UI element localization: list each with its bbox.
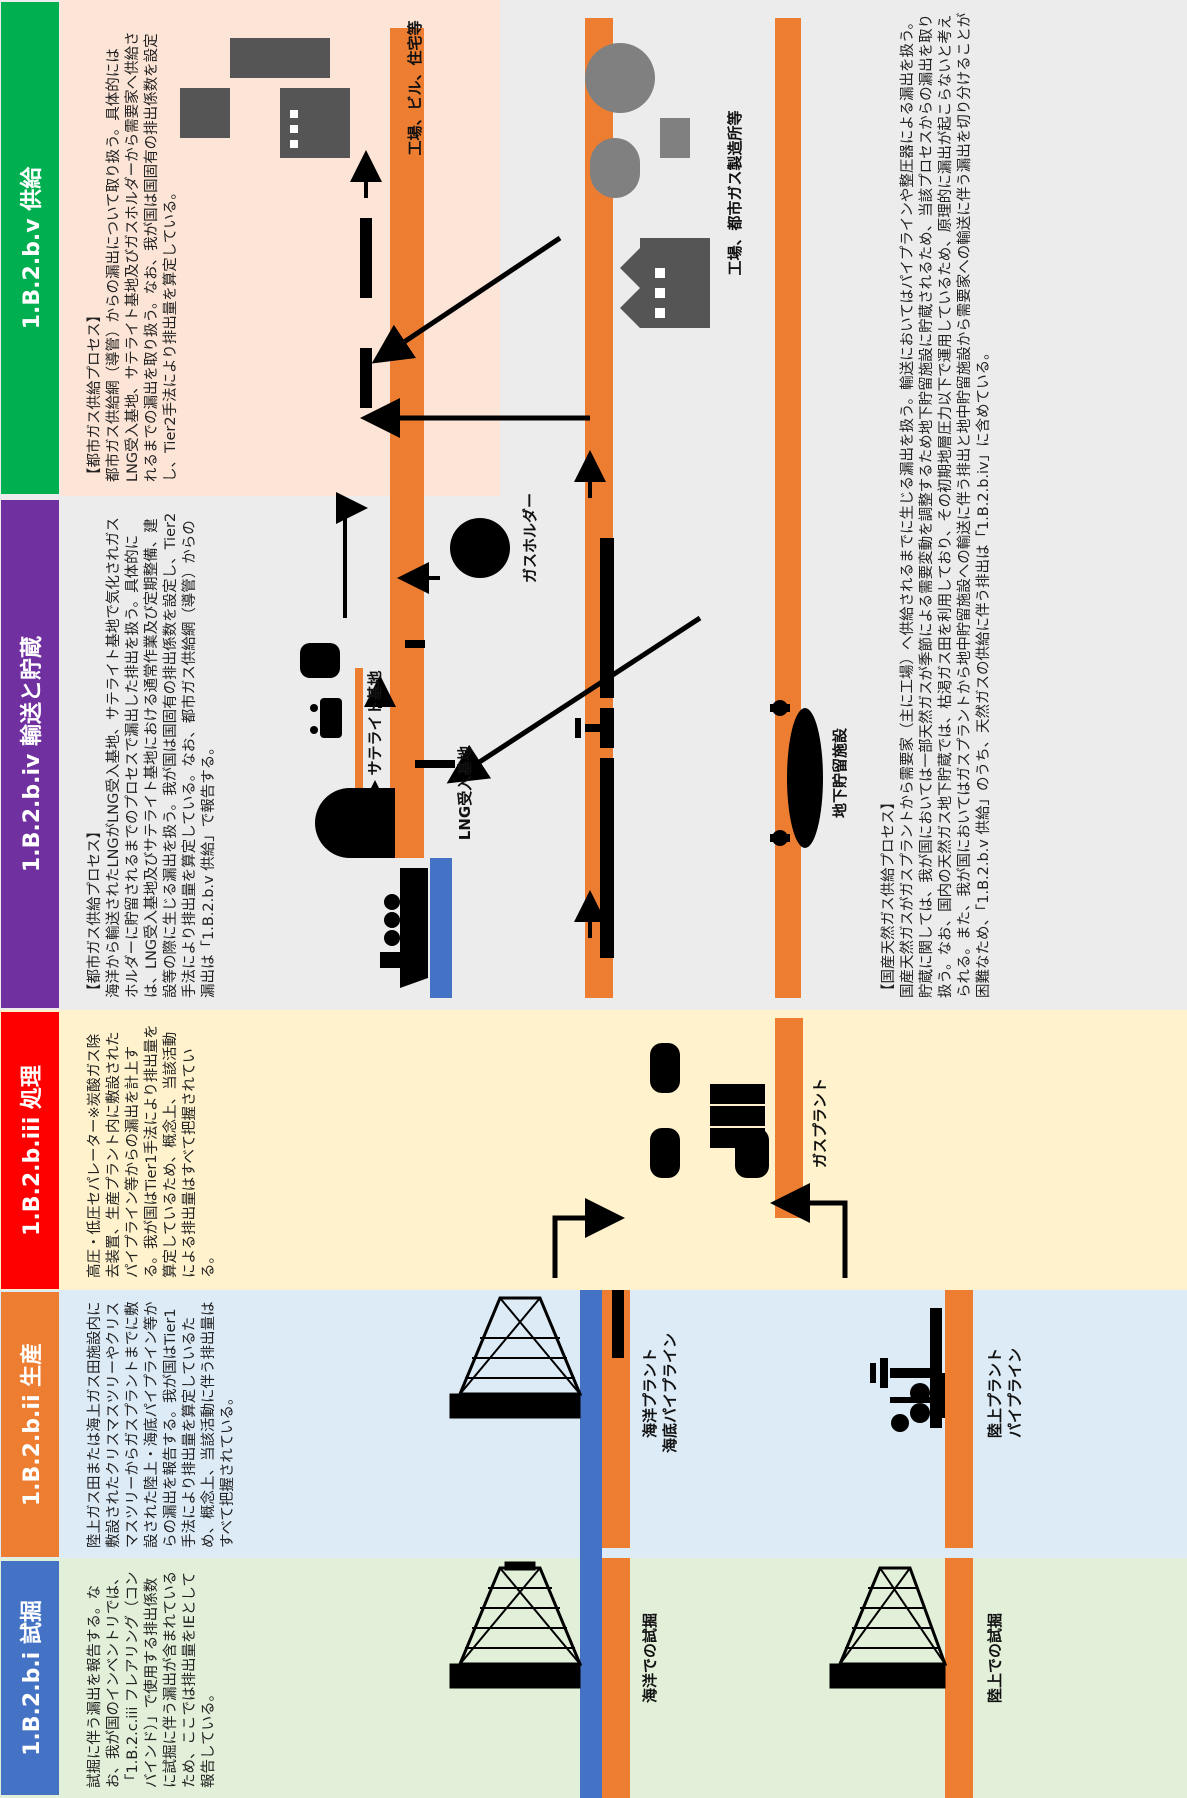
pressure-regulator-icon xyxy=(870,1308,942,1428)
underground-wellhead-icons xyxy=(770,700,790,846)
distribution-pipe-bar-2 xyxy=(360,218,372,298)
domestic-regulator-icon xyxy=(575,708,614,748)
tank-truck-icon xyxy=(310,698,342,738)
sea-strip-exploration xyxy=(580,1558,602,1798)
transmission-pipe-bar-1 xyxy=(415,760,455,768)
arrow-onshore-to-plant xyxy=(770,1183,848,1278)
pipe-gas-plant xyxy=(775,1018,803,1218)
label-underground: 地下貯留施設 xyxy=(831,728,849,819)
satellite-tank-icon xyxy=(300,643,340,678)
label-lng-terminal: LNG受入基地 xyxy=(456,745,474,841)
pipe-domestic-upper xyxy=(585,18,613,998)
label-gas-plant: ガスプラント xyxy=(811,1078,829,1169)
gas-plant-separators-icon xyxy=(650,1043,769,1178)
sea-strip-production xyxy=(580,1290,602,1558)
pipe-transmission-main xyxy=(390,28,424,858)
arrow-offshore-to-plant xyxy=(552,1198,625,1278)
pipe-onshore-exploration xyxy=(945,1558,973,1798)
arrow-underground-to-lng xyxy=(446,615,702,784)
label-satellite: サテライト基地 xyxy=(366,670,384,776)
gas-holder-icon xyxy=(450,518,510,578)
label-factory-city-gas: 工場、都市ガス製造所等 xyxy=(726,110,744,276)
underground-storage-icon xyxy=(787,708,823,848)
domestic-pipe-segment-2 xyxy=(600,538,614,698)
label-factory-building: 工場、ビル、住宅等 xyxy=(406,20,424,156)
label-offshore-drilling: 海洋での試掘 xyxy=(641,1613,659,1704)
offshore-rig-production xyxy=(449,1296,583,1419)
pipe-offshore-exploration xyxy=(602,1558,630,1798)
pipe-domestic-lower xyxy=(775,18,801,998)
pipe-onshore-production xyxy=(945,1290,973,1548)
lng-tanker-icon xyxy=(380,868,428,988)
sea-strip-lng xyxy=(430,858,452,998)
city-buildings-icon xyxy=(180,38,350,158)
label-gas-holder: ガスホルダー xyxy=(521,493,539,584)
arrow-satellite-to-supply xyxy=(336,492,368,618)
city-gas-tanks-icon xyxy=(585,43,690,198)
lng-tank-icon xyxy=(315,788,395,858)
label-offshore-plant: 海洋プラント 海底パイプライン xyxy=(641,1333,679,1454)
distribution-pipe-bar-1 xyxy=(360,348,372,408)
offshore-rig-exploration xyxy=(449,1561,583,1689)
subsea-pipeline-icon xyxy=(612,1290,624,1358)
label-onshore-plant: 陸上プラント パイプライン xyxy=(986,1348,1024,1439)
onshore-rig-exploration xyxy=(829,1566,948,1689)
transmission-pipe-bar-2 xyxy=(405,640,425,648)
factory-icon-lower xyxy=(620,238,710,328)
domestic-pipe-segment-1 xyxy=(600,758,614,958)
pipe-satellite xyxy=(355,668,363,798)
arrow-factory-to-distribution xyxy=(371,235,562,364)
label-onshore-drilling: 陸上での試掘 xyxy=(986,1613,1004,1704)
